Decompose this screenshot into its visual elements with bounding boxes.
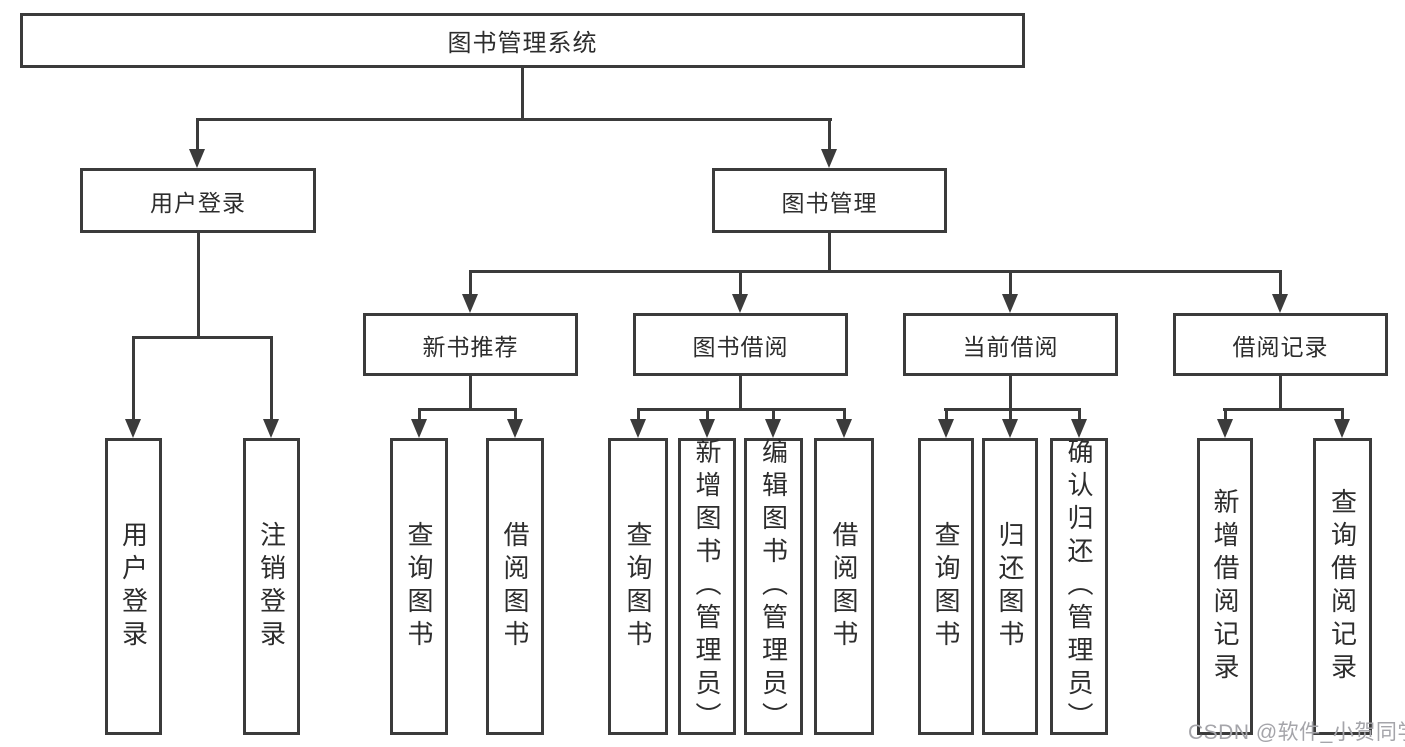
connector-line xyxy=(1223,408,1227,421)
connector-line xyxy=(513,408,517,421)
node-book-mgmt-label: 图书管理 xyxy=(781,189,878,216)
connector-line xyxy=(738,270,742,296)
leaf-add-book-label: 新增图书（管理员） xyxy=(692,438,722,735)
connector-line xyxy=(636,408,640,421)
arrowhead-icon xyxy=(189,149,205,168)
connector-line xyxy=(1223,408,1344,411)
leaf-query-book-3-label: 查询图书 xyxy=(931,520,961,653)
arrowhead-icon xyxy=(821,149,837,168)
leaf-edit-book: 编辑图书（管理员） xyxy=(744,438,803,735)
connector-line xyxy=(827,118,831,151)
node-borrow-record: 借阅记录 xyxy=(1173,313,1388,376)
leaf-query-record-label: 查询借阅记录 xyxy=(1327,487,1358,686)
leaf-logout-label: 注销登录 xyxy=(256,520,287,653)
connector-line xyxy=(1008,408,1012,421)
leaf-query-record: 查询借阅记录 xyxy=(1313,438,1372,735)
leaf-edit-book-label: 编辑图书（管理员） xyxy=(758,438,789,735)
arrowhead-icon xyxy=(507,419,523,438)
connector-line xyxy=(842,408,846,421)
leaf-add-book: 新增图书（管理员） xyxy=(678,438,736,735)
connector-line xyxy=(1278,376,1282,410)
connector-line xyxy=(1077,408,1081,421)
node-user-login-label: 用户登录 xyxy=(150,189,246,216)
arrowhead-icon xyxy=(125,419,141,438)
connector-line xyxy=(771,408,775,421)
leaf-logout: 注销登录 xyxy=(243,438,300,735)
arrowhead-icon xyxy=(765,419,781,438)
connector-line xyxy=(469,270,1282,273)
arrowhead-icon xyxy=(836,419,852,438)
connector-line xyxy=(196,233,200,338)
arrowhead-icon xyxy=(411,419,427,438)
connector-line xyxy=(705,408,709,421)
node-book-borrow: 图书借阅 xyxy=(633,313,848,376)
connector-line xyxy=(468,270,472,296)
node-book-mgmt: 图书管理 xyxy=(712,168,947,233)
leaf-return-book-label: 归还图书 xyxy=(995,520,1025,653)
leaf-add-record-label: 新增借阅记录 xyxy=(1210,487,1240,686)
arrowhead-icon xyxy=(938,419,954,438)
arrowhead-icon xyxy=(462,294,478,313)
leaf-query-book-3: 查询图书 xyxy=(918,438,974,735)
csdn-watermark: CSDN @软件_小贺同学 xyxy=(1188,721,1405,744)
node-borrow-record-label: 借阅记录 xyxy=(1232,333,1329,360)
arrowhead-icon xyxy=(263,419,279,438)
leaf-confirm-return: 确认归还（管理员） xyxy=(1050,438,1108,735)
connector-line xyxy=(1340,408,1344,421)
connector-line xyxy=(944,408,1081,411)
connector-line xyxy=(827,233,831,273)
leaf-borrow-book-2-label: 借阅图书 xyxy=(829,520,859,653)
leaf-confirm-return-label: 确认归还（管理员） xyxy=(1064,438,1094,735)
leaf-borrow-book-1-label: 借阅图书 xyxy=(500,520,530,653)
connector-line xyxy=(417,408,421,421)
connector-line xyxy=(637,408,846,411)
node-new-book-rec-label: 新书推荐 xyxy=(422,333,519,360)
connector-line xyxy=(196,118,832,121)
leaf-user-login-label: 用户登录 xyxy=(118,520,149,653)
arrowhead-icon xyxy=(1002,294,1018,313)
leaf-add-record: 新增借阅记录 xyxy=(1197,438,1253,735)
connector-line xyxy=(520,68,524,118)
leaf-query-book-1-label: 查询图书 xyxy=(404,520,434,653)
leaf-borrow-book-2: 借阅图书 xyxy=(814,438,874,735)
arrowhead-icon xyxy=(1002,419,1018,438)
leaf-query-book-1: 查询图书 xyxy=(390,438,448,735)
node-user-login: 用户登录 xyxy=(80,168,316,233)
arrowhead-icon xyxy=(699,419,715,438)
connector-line xyxy=(1008,376,1012,410)
connector-line xyxy=(944,408,948,421)
connector-line xyxy=(738,376,742,410)
node-current-borrow-label: 当前借阅 xyxy=(962,333,1059,360)
connector-line xyxy=(1008,270,1012,296)
arrowhead-icon xyxy=(1217,419,1233,438)
connector-line xyxy=(132,336,273,339)
leaf-borrow-book-1: 借阅图书 xyxy=(486,438,544,735)
leaf-query-book-2: 查询图书 xyxy=(608,438,668,735)
connector-line xyxy=(468,376,472,410)
arrowhead-icon xyxy=(1071,419,1087,438)
leaf-user-login: 用户登录 xyxy=(105,438,162,735)
leaf-query-book-2-label: 查询图书 xyxy=(623,520,653,653)
node-book-borrow-label: 图书借阅 xyxy=(692,333,789,360)
connector-line xyxy=(131,336,135,421)
arrowhead-icon xyxy=(1334,419,1350,438)
connector-line xyxy=(1278,270,1282,296)
node-root: 图书管理系统 xyxy=(20,13,1025,68)
arrowhead-icon xyxy=(630,419,646,438)
connector-line xyxy=(269,336,273,421)
leaf-return-book: 归还图书 xyxy=(982,438,1038,735)
node-current-borrow: 当前借阅 xyxy=(903,313,1118,376)
node-new-book-rec: 新书推荐 xyxy=(363,313,578,376)
arrowhead-icon xyxy=(1272,294,1288,313)
arrowhead-icon xyxy=(732,294,748,313)
connector-line xyxy=(418,408,516,411)
node-root-label: 图书管理系统 xyxy=(447,30,598,57)
connector-line xyxy=(195,118,199,151)
